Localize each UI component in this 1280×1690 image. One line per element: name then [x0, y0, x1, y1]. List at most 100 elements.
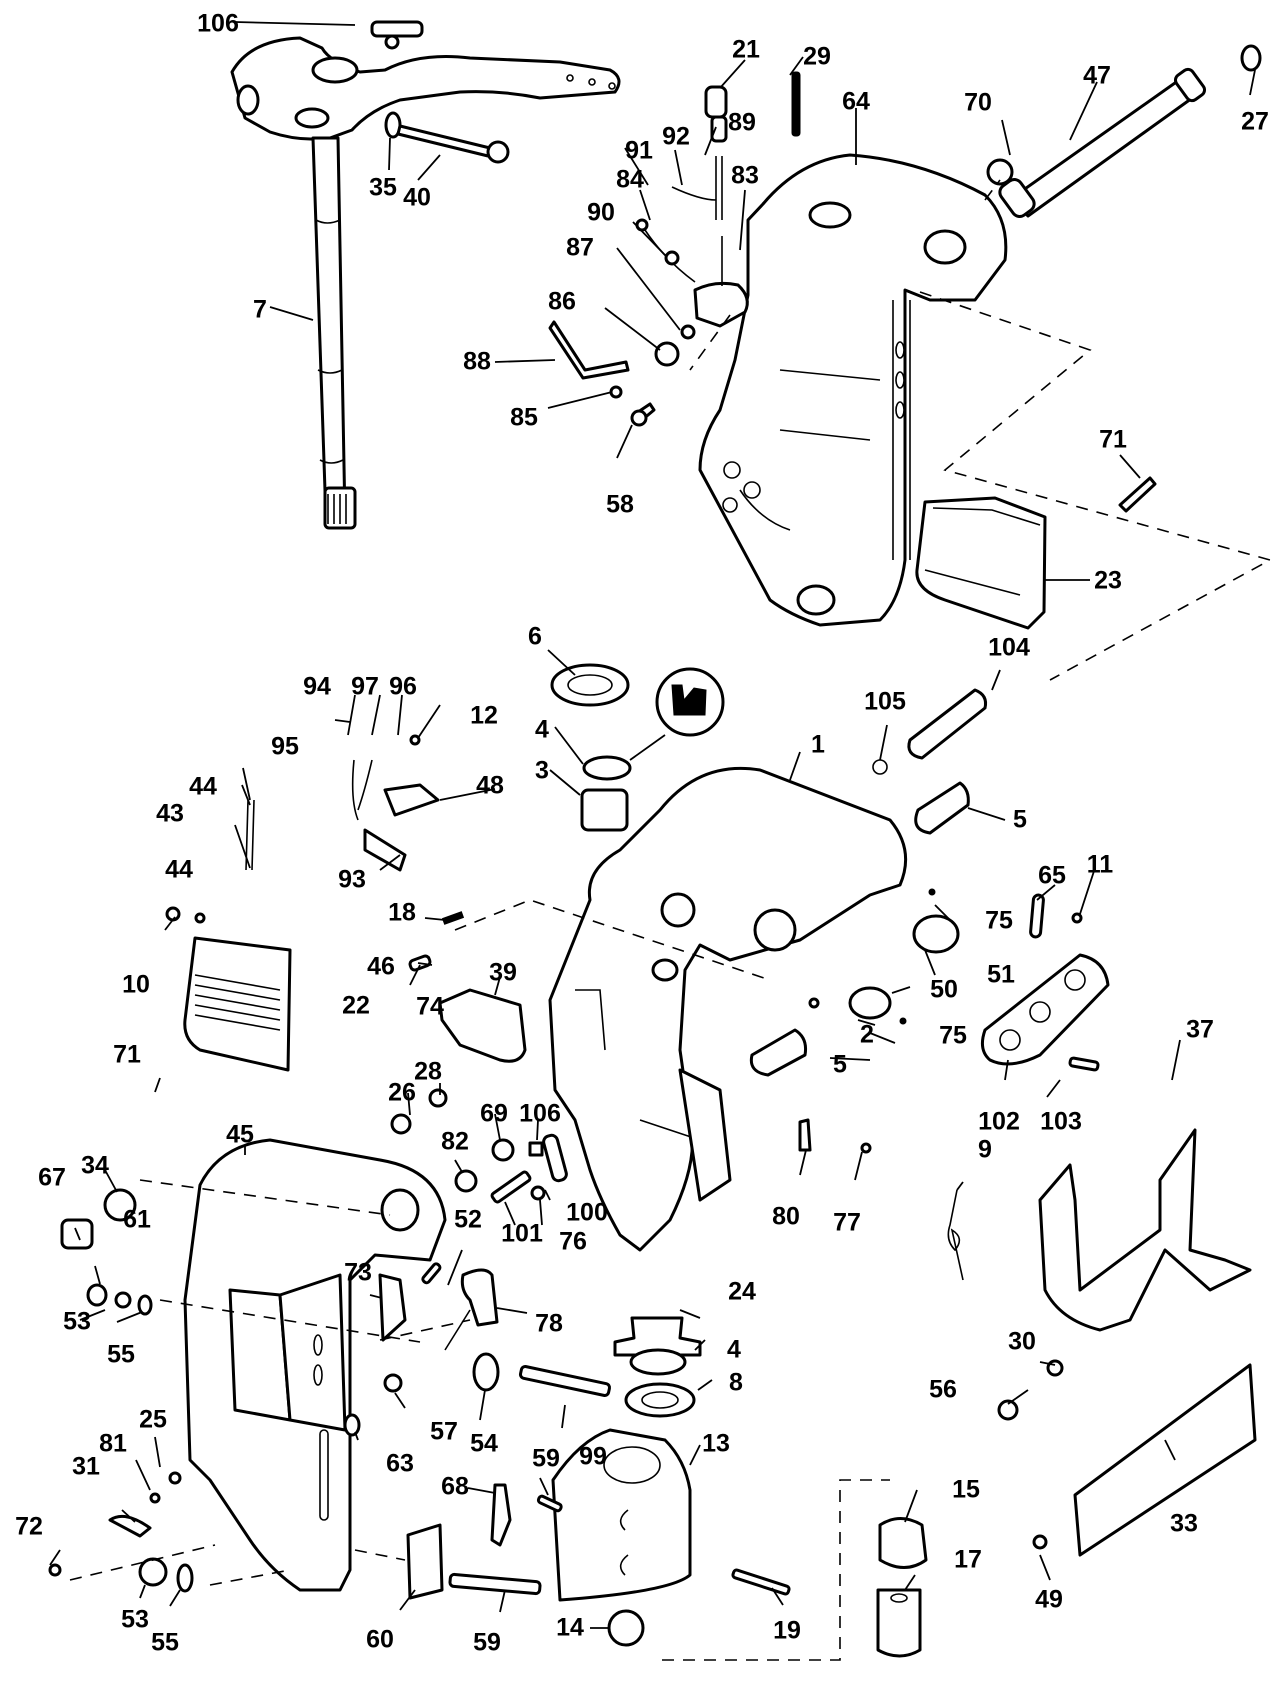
tilt-tube-part — [998, 67, 1207, 218]
callout-33: 33 — [1170, 1509, 1198, 1538]
retaining-ring-part — [872, 759, 888, 775]
bushing-part — [491, 1138, 515, 1162]
callout-102: 102 — [978, 1107, 1020, 1136]
lever-part — [548, 320, 630, 380]
callout-96: 96 — [389, 672, 417, 701]
callout-9: 9 — [978, 1135, 992, 1164]
grease-fitting-part — [370, 20, 424, 50]
seal-part — [629, 1348, 687, 1376]
bolt-part — [731, 1568, 791, 1596]
callout-100: 100 — [566, 1198, 608, 1227]
callout-71: 71 — [1099, 425, 1127, 454]
callout-31: 31 — [72, 1452, 100, 1481]
bearing-part — [624, 1382, 696, 1418]
steering-arm-part — [230, 36, 621, 141]
callout-8: 8 — [729, 1368, 743, 1397]
bushing-part — [848, 986, 892, 1020]
screw-part — [1118, 476, 1157, 513]
callout-3: 3 — [535, 756, 549, 785]
callout-55-lower: 55 — [151, 1628, 179, 1657]
screw-part — [536, 1494, 563, 1513]
callout-69: 69 — [480, 1099, 508, 1128]
callout-53-upper: 53 — [63, 1307, 91, 1336]
hex-nut-part — [607, 1609, 645, 1647]
o-ring-part — [1240, 44, 1262, 72]
nut-part — [1046, 1359, 1064, 1377]
bushing-part — [749, 1028, 807, 1077]
callout-23: 23 — [1094, 566, 1122, 595]
callout-95: 95 — [271, 732, 299, 761]
lower-bushing-part — [613, 1316, 702, 1357]
callout-37: 37 — [1186, 1015, 1214, 1044]
callout-85: 85 — [510, 403, 538, 432]
screw-part — [899, 1017, 907, 1025]
callout-89: 89 — [728, 108, 756, 137]
callout-60: 60 — [366, 1625, 394, 1654]
callout-2: 2 — [860, 1020, 874, 1049]
lower-mount-housing-part — [551, 1428, 692, 1602]
washer-part — [194, 912, 206, 924]
bracket-clip-part — [383, 783, 440, 817]
callout-21: 21 — [732, 35, 760, 64]
swivel-bracket-main-part — [548, 766, 908, 1252]
callout-74: 74 — [416, 992, 444, 1021]
clamp-ring-part — [912, 914, 960, 954]
screw-part — [48, 1563, 62, 1577]
callout-101: 101 — [501, 1219, 543, 1248]
callout-10: 10 — [122, 970, 150, 999]
callout-34: 34 — [81, 1151, 109, 1180]
callout-72: 72 — [15, 1512, 43, 1541]
screw-part — [860, 1142, 872, 1154]
callout-24: 24 — [728, 1277, 756, 1306]
callout-4-lower: 4 — [727, 1335, 741, 1364]
callout-5-lower: 5 — [833, 1050, 847, 1079]
callout-99: 99 — [579, 1442, 607, 1471]
seal-part — [582, 755, 632, 781]
connector-part — [363, 828, 407, 872]
callout-54: 54 — [470, 1429, 498, 1458]
callout-22: 22 — [342, 991, 370, 1020]
callout-92: 92 — [662, 122, 690, 151]
callout-28: 28 — [414, 1057, 442, 1086]
callout-94: 94 — [303, 672, 331, 701]
callout-77: 77 — [833, 1208, 861, 1237]
callout-84: 84 — [616, 165, 644, 194]
callout-7: 7 — [253, 295, 267, 324]
bolt-part — [518, 1365, 612, 1397]
callout-76: 76 — [559, 1227, 587, 1256]
cover-part — [915, 496, 1047, 630]
callout-61: 61 — [123, 1205, 151, 1234]
bolt-part — [490, 1170, 532, 1204]
callout-78: 78 — [535, 1309, 563, 1338]
callout-105: 105 — [864, 687, 906, 716]
anode-plate-part — [406, 1523, 444, 1600]
support-bar-part — [1073, 1363, 1257, 1557]
plunger-tip-part — [710, 115, 728, 143]
callout-65: 65 — [1038, 861, 1066, 890]
steering-tube-part — [311, 136, 357, 530]
callout-43: 43 — [156, 799, 184, 828]
callout-97: 97 — [351, 672, 379, 701]
bushing-part — [986, 158, 1014, 186]
thrust-washer-part — [550, 663, 630, 707]
callout-27: 27 — [1241, 107, 1269, 136]
screw-head-part — [630, 409, 648, 427]
washer-part — [472, 1352, 500, 1392]
plunger-part — [704, 85, 728, 119]
screw-part — [390, 1113, 412, 1135]
stern-bracket-part — [183, 1138, 447, 1592]
callout-80: 80 — [772, 1202, 800, 1231]
bushing-part — [914, 781, 970, 835]
plate-part — [378, 1273, 407, 1342]
callout-86: 86 — [548, 287, 576, 316]
nut-part — [680, 324, 696, 340]
callout-30: 30 — [1008, 1327, 1036, 1356]
wire-harness-part — [351, 759, 373, 821]
callout-29: 29 — [803, 42, 831, 71]
callout-49: 49 — [1035, 1585, 1063, 1614]
screw-part — [1032, 1534, 1048, 1550]
screw-part — [808, 997, 820, 1009]
callout-13: 13 — [702, 1429, 730, 1458]
washer-part — [176, 1563, 194, 1593]
